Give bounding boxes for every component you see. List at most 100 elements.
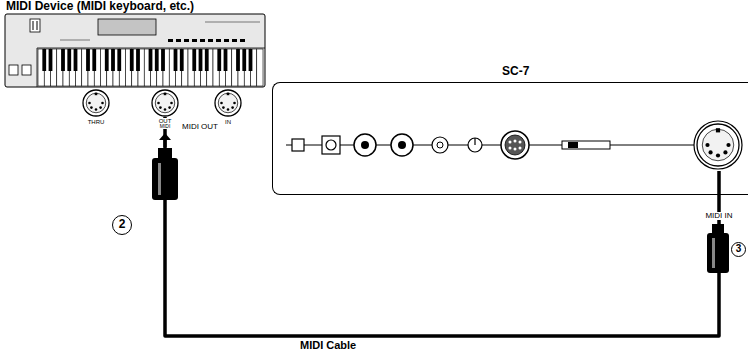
jack-notch (227, 93, 230, 96)
jack-pin (227, 108, 230, 111)
rca-jack (391, 134, 413, 156)
jack-pin (95, 108, 98, 111)
black-key (117, 49, 121, 71)
panel-button (232, 39, 237, 42)
callout-number: 3 (731, 242, 746, 257)
black-key (236, 49, 240, 71)
panel-edge (37, 48, 265, 49)
jack-socket (86, 93, 106, 113)
node-heading: MIDI IN (704, 212, 733, 220)
panel-button (208, 39, 213, 42)
jack-pin (159, 106, 162, 109)
black-key (111, 49, 115, 71)
jack-socket (702, 129, 734, 161)
edge-group (165, 117, 719, 336)
panel-button (168, 39, 173, 42)
jack-socket (218, 93, 238, 113)
port-pin (509, 141, 512, 144)
black-key (217, 49, 221, 71)
panel-button (176, 39, 181, 42)
jack-pin (99, 106, 102, 109)
dc-in-hole (326, 140, 336, 150)
sound-module-panel: SC-7MIDI IN (272, 82, 748, 195)
volume-knob (468, 138, 482, 152)
dc-in-jack (322, 136, 340, 154)
din-jack (694, 121, 742, 169)
black-key (86, 49, 90, 71)
black-key (161, 49, 165, 71)
panel-edge (37, 48, 38, 87)
black-key (136, 49, 140, 71)
black-key (42, 49, 46, 71)
midi-thru-jack: THRU (82, 89, 110, 117)
jack-pin (705, 143, 709, 147)
jack-pin (726, 143, 730, 147)
midi-plug-out (152, 133, 178, 200)
port-pin (514, 140, 517, 143)
jack-pin (231, 106, 234, 109)
din-jack (215, 90, 241, 116)
power-switch (292, 139, 304, 151)
black-key (92, 49, 96, 71)
bender-wheel (9, 65, 18, 75)
port-label: MIDI OUT (182, 123, 218, 132)
din-jack (152, 90, 178, 116)
black-key (130, 49, 134, 71)
black-key (242, 49, 246, 71)
panel-button (224, 39, 229, 42)
midi-plug-in (707, 224, 729, 273)
black-key (205, 49, 209, 71)
phone-jack (432, 137, 448, 153)
jack-pin (708, 150, 712, 154)
rca-center (398, 141, 406, 149)
jack-pin (101, 102, 104, 105)
rear-panel-parts (286, 131, 694, 159)
key-bed (38, 49, 263, 86)
plug-shine (712, 238, 715, 268)
computer-port (501, 131, 529, 159)
black-key (149, 49, 153, 71)
jack-pin (157, 102, 160, 105)
port-pin (519, 141, 522, 144)
black-key (74, 49, 78, 71)
panel-button (184, 39, 189, 42)
jack-shell (83, 90, 109, 116)
port-pin (509, 147, 512, 150)
black-key (199, 49, 203, 71)
insert-arrow-head (159, 133, 171, 140)
plug-body (707, 233, 729, 273)
plug-body (152, 158, 178, 200)
computer-port-inner (505, 135, 525, 155)
switch-lever (568, 142, 578, 148)
phone-jack-hole (437, 142, 443, 148)
button-row (168, 39, 245, 42)
jack-pin (90, 106, 93, 109)
panel-button (200, 39, 205, 42)
plug-shine (158, 163, 161, 195)
black-key (155, 49, 159, 71)
jack-socket (155, 93, 175, 113)
jack-pin (222, 106, 225, 109)
jack-shell (697, 124, 739, 166)
node-subtext: MIDI (159, 124, 172, 129)
port-pin (519, 147, 522, 150)
logo-stripe (37, 21, 38, 30)
din-jack (83, 90, 109, 116)
fine-print (60, 40, 90, 41)
black-key (180, 49, 184, 71)
midi-in-jack: MIDI IN (694, 121, 744, 171)
jack-pin (723, 150, 727, 154)
jack-pin (716, 153, 720, 157)
knob-pointer (474, 138, 475, 145)
logo-block (30, 19, 40, 32)
panel-button (192, 39, 197, 42)
keyboard-illustration (5, 14, 265, 87)
rca-jack (354, 134, 376, 156)
jack-pin (170, 102, 173, 105)
jack-ring (694, 121, 742, 169)
black-key (174, 49, 178, 71)
panel-button (216, 39, 221, 42)
jack-pin (88, 102, 91, 105)
